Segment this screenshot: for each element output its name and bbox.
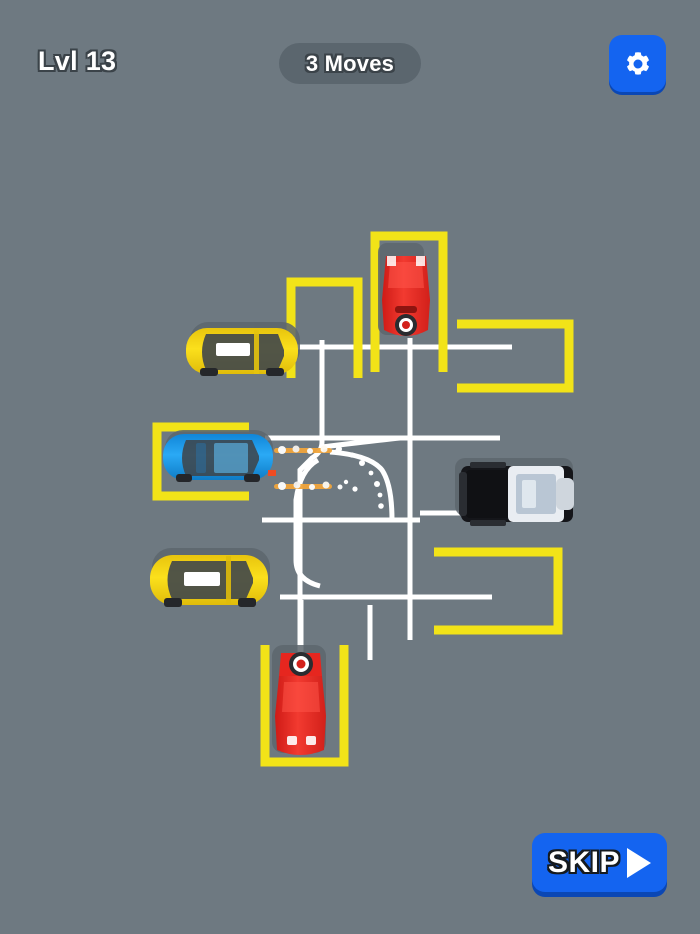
level-label: Lvl 13 xyxy=(38,46,117,76)
car-red-bottom[interactable] xyxy=(275,652,326,755)
gear-icon xyxy=(626,51,649,75)
car-yellow-lower[interactable] xyxy=(150,555,268,607)
skip-button[interactable]: SKIP xyxy=(532,833,667,892)
car-yellow-upper[interactable] xyxy=(186,328,298,376)
parking-slots xyxy=(152,231,574,767)
play-triangle-icon xyxy=(627,847,652,878)
car-red-top[interactable] xyxy=(382,256,430,336)
slot-red-bottom xyxy=(260,645,349,767)
car-blue[interactable] xyxy=(163,434,276,482)
settings-button[interactable] xyxy=(609,35,666,92)
exhaust-trail xyxy=(274,445,384,509)
car-black-truck[interactable] xyxy=(459,462,574,526)
slot-right-upper xyxy=(457,319,574,393)
moves-counter: 3 Moves xyxy=(279,43,421,84)
slot-red-top xyxy=(370,231,448,372)
slot-blue xyxy=(152,422,249,501)
slot-right-lower xyxy=(434,547,563,635)
moves-label: 3 Moves xyxy=(305,50,395,76)
skip-label: SKIP xyxy=(547,845,621,879)
